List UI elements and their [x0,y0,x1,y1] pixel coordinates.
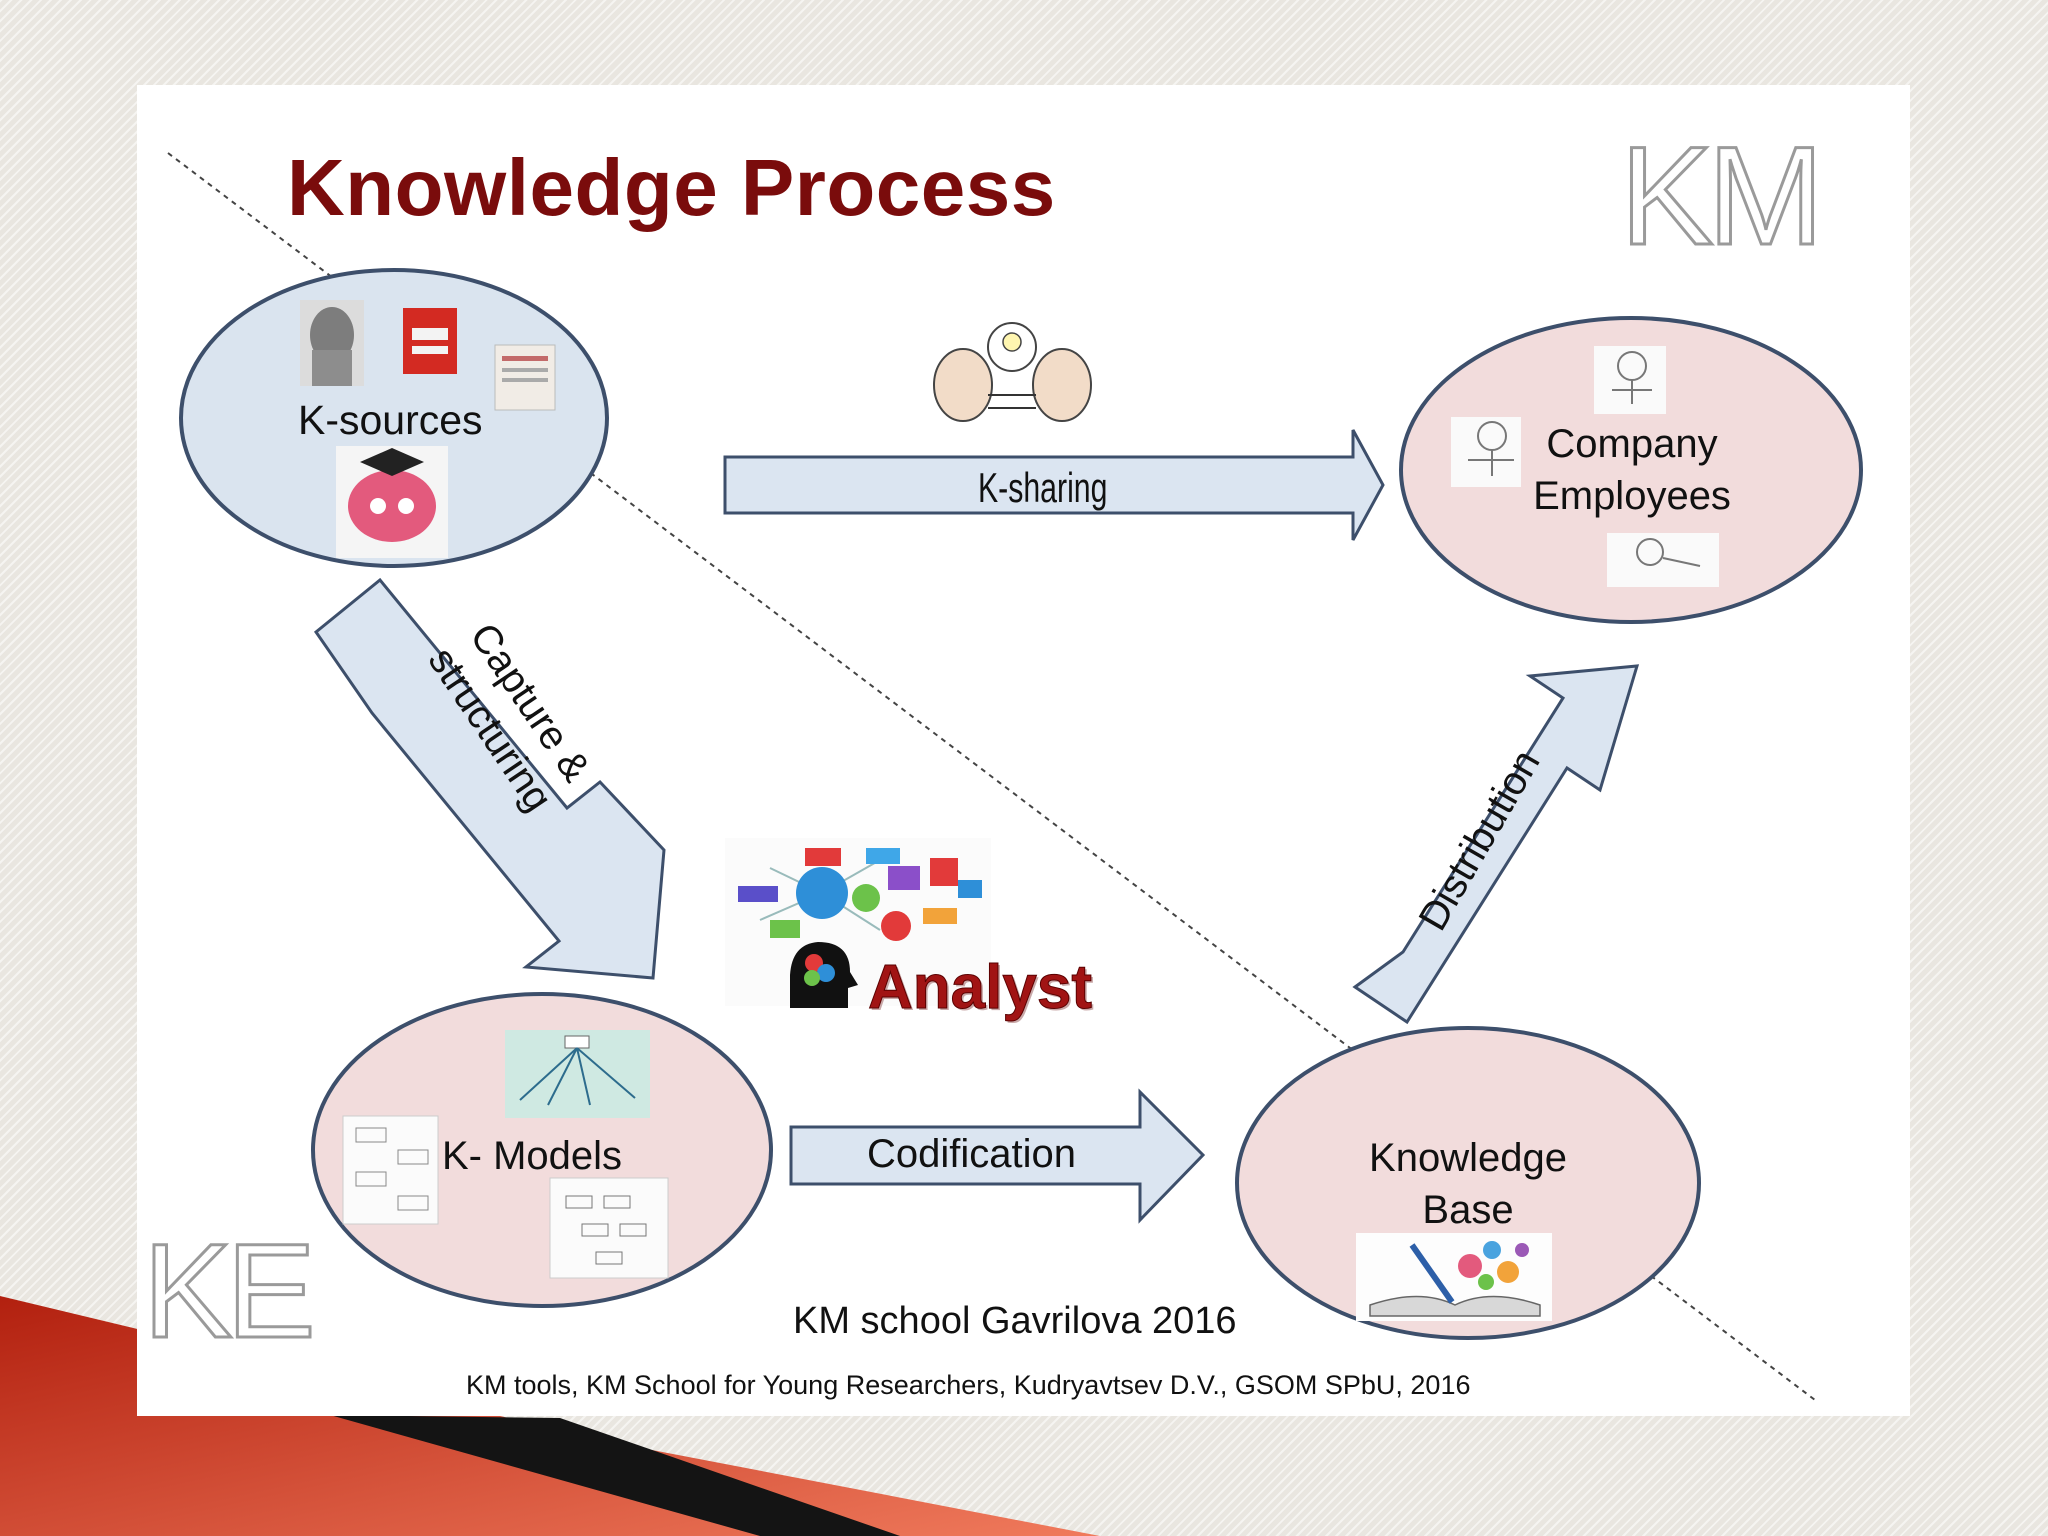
company-employees-label: Company Employees [1512,418,1752,522]
capture-arrow [313,577,666,980]
document-thumbnail [494,344,556,411]
k-sharing-arrow [723,429,1385,541]
analyst-mindmap-graphic [725,838,991,1008]
black-swoosh [330,1415,900,1536]
knowledge-base-node [1235,1026,1701,1340]
codification-label: Codification [867,1132,1077,1176]
analyst-label: Analyst [868,953,1093,1023]
codification-arrow [789,1088,1206,1224]
knowledge-base-line1: Knowledge [1369,1136,1567,1180]
k-sources-label: K-sources [298,397,483,443]
network-diagram-thumbnail [505,1030,650,1118]
book-thumbnail [403,308,457,374]
credit-line: KM school Gavrilova 2016 [793,1300,1237,1342]
k-sharing-label: K-sharing [978,464,1108,511]
knowledge-base-label: Knowledge Base [1350,1132,1586,1236]
open-book-graphic [1356,1233,1552,1321]
red-swoosh [0,1296,1100,1536]
process-map-thumbnail [549,1177,669,1279]
km-logo: KM [1619,117,1826,274]
sculpture-thumbnail [300,300,364,386]
k-sources-node [179,268,609,568]
ke-logo: KE [142,1217,318,1366]
k-models-label: K- Models [442,1134,623,1178]
employee-sketch-2 [1451,417,1521,487]
company-employees-line2: Employees [1533,474,1731,518]
footer-citation: KM tools, KM School for Young Researcher… [466,1370,1471,1400]
slide-title: Knowledge Process [287,143,1056,232]
knowledge-base-line2: Base [1422,1188,1514,1232]
distribution-arrow [1352,664,1640,1025]
company-employees-line1: Company [1546,422,1718,466]
brain-graduate-thumbnail [336,446,448,558]
company-employees-node [1399,316,1863,624]
two-faces-lightbulb-icon [933,322,1092,422]
employee-sketch-3 [1607,533,1719,587]
employee-sketch-1 [1594,346,1666,414]
flowchart-thumbnail [342,1115,439,1225]
